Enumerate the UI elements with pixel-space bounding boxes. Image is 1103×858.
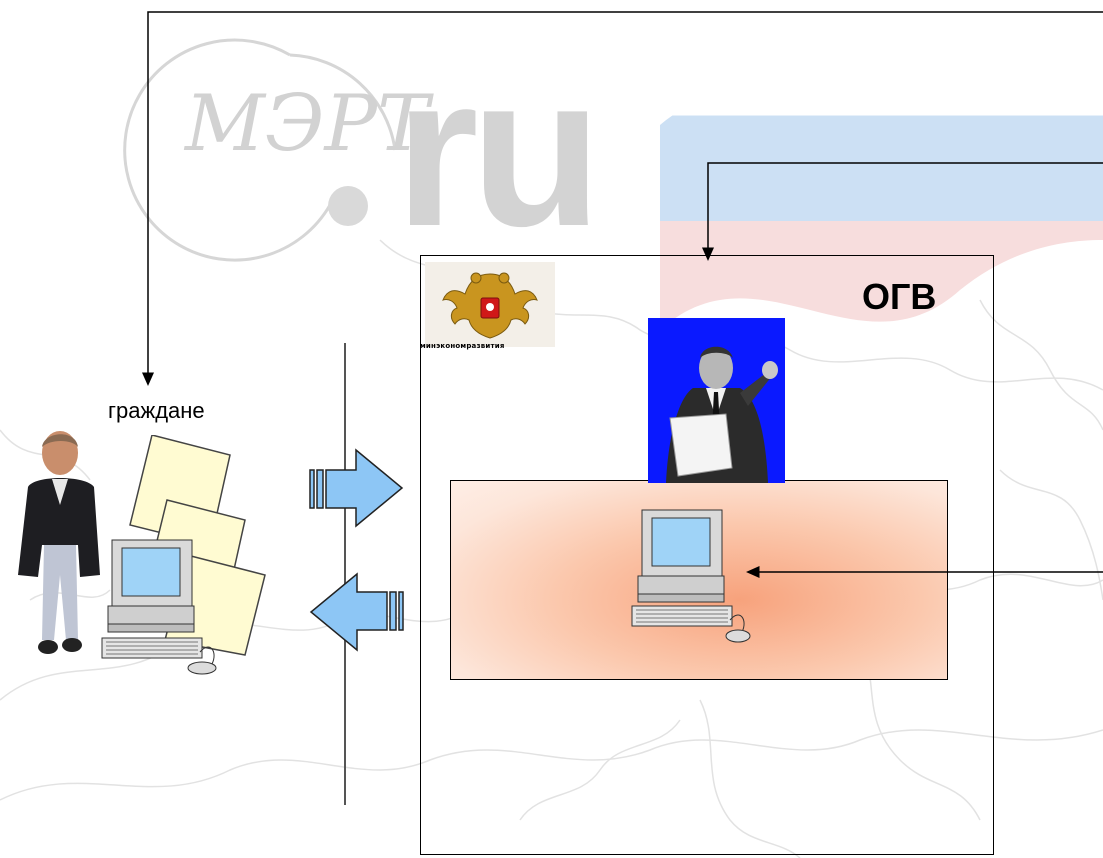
citizen-person-icon — [18, 431, 100, 654]
flag-watermark — [660, 10, 1103, 330]
boundary-line — [344, 343, 346, 805]
connector-to-citizens — [142, 11, 1103, 386]
watermark-domain: ru — [395, 30, 594, 271]
russian-coat-of-arms-icon — [425, 262, 555, 347]
arrow-left-icon — [309, 572, 404, 652]
citizens-label: граждане — [108, 398, 205, 423]
watermark-logo: МЭРТ — [123, 38, 434, 262]
connector-to-ogv — [702, 162, 1103, 261]
official-person-icon — [648, 318, 785, 483]
ministry-caption: МИНЭКОНОМРАЗВИТИЯ — [420, 342, 505, 350]
computer-icon — [631, 509, 751, 643]
arrow-right-icon — [309, 448, 404, 528]
watermark-logo-letters: МЭРТ — [183, 79, 434, 169]
ogv-label: ОГВ — [862, 276, 937, 317]
computer-icon — [101, 539, 217, 675]
